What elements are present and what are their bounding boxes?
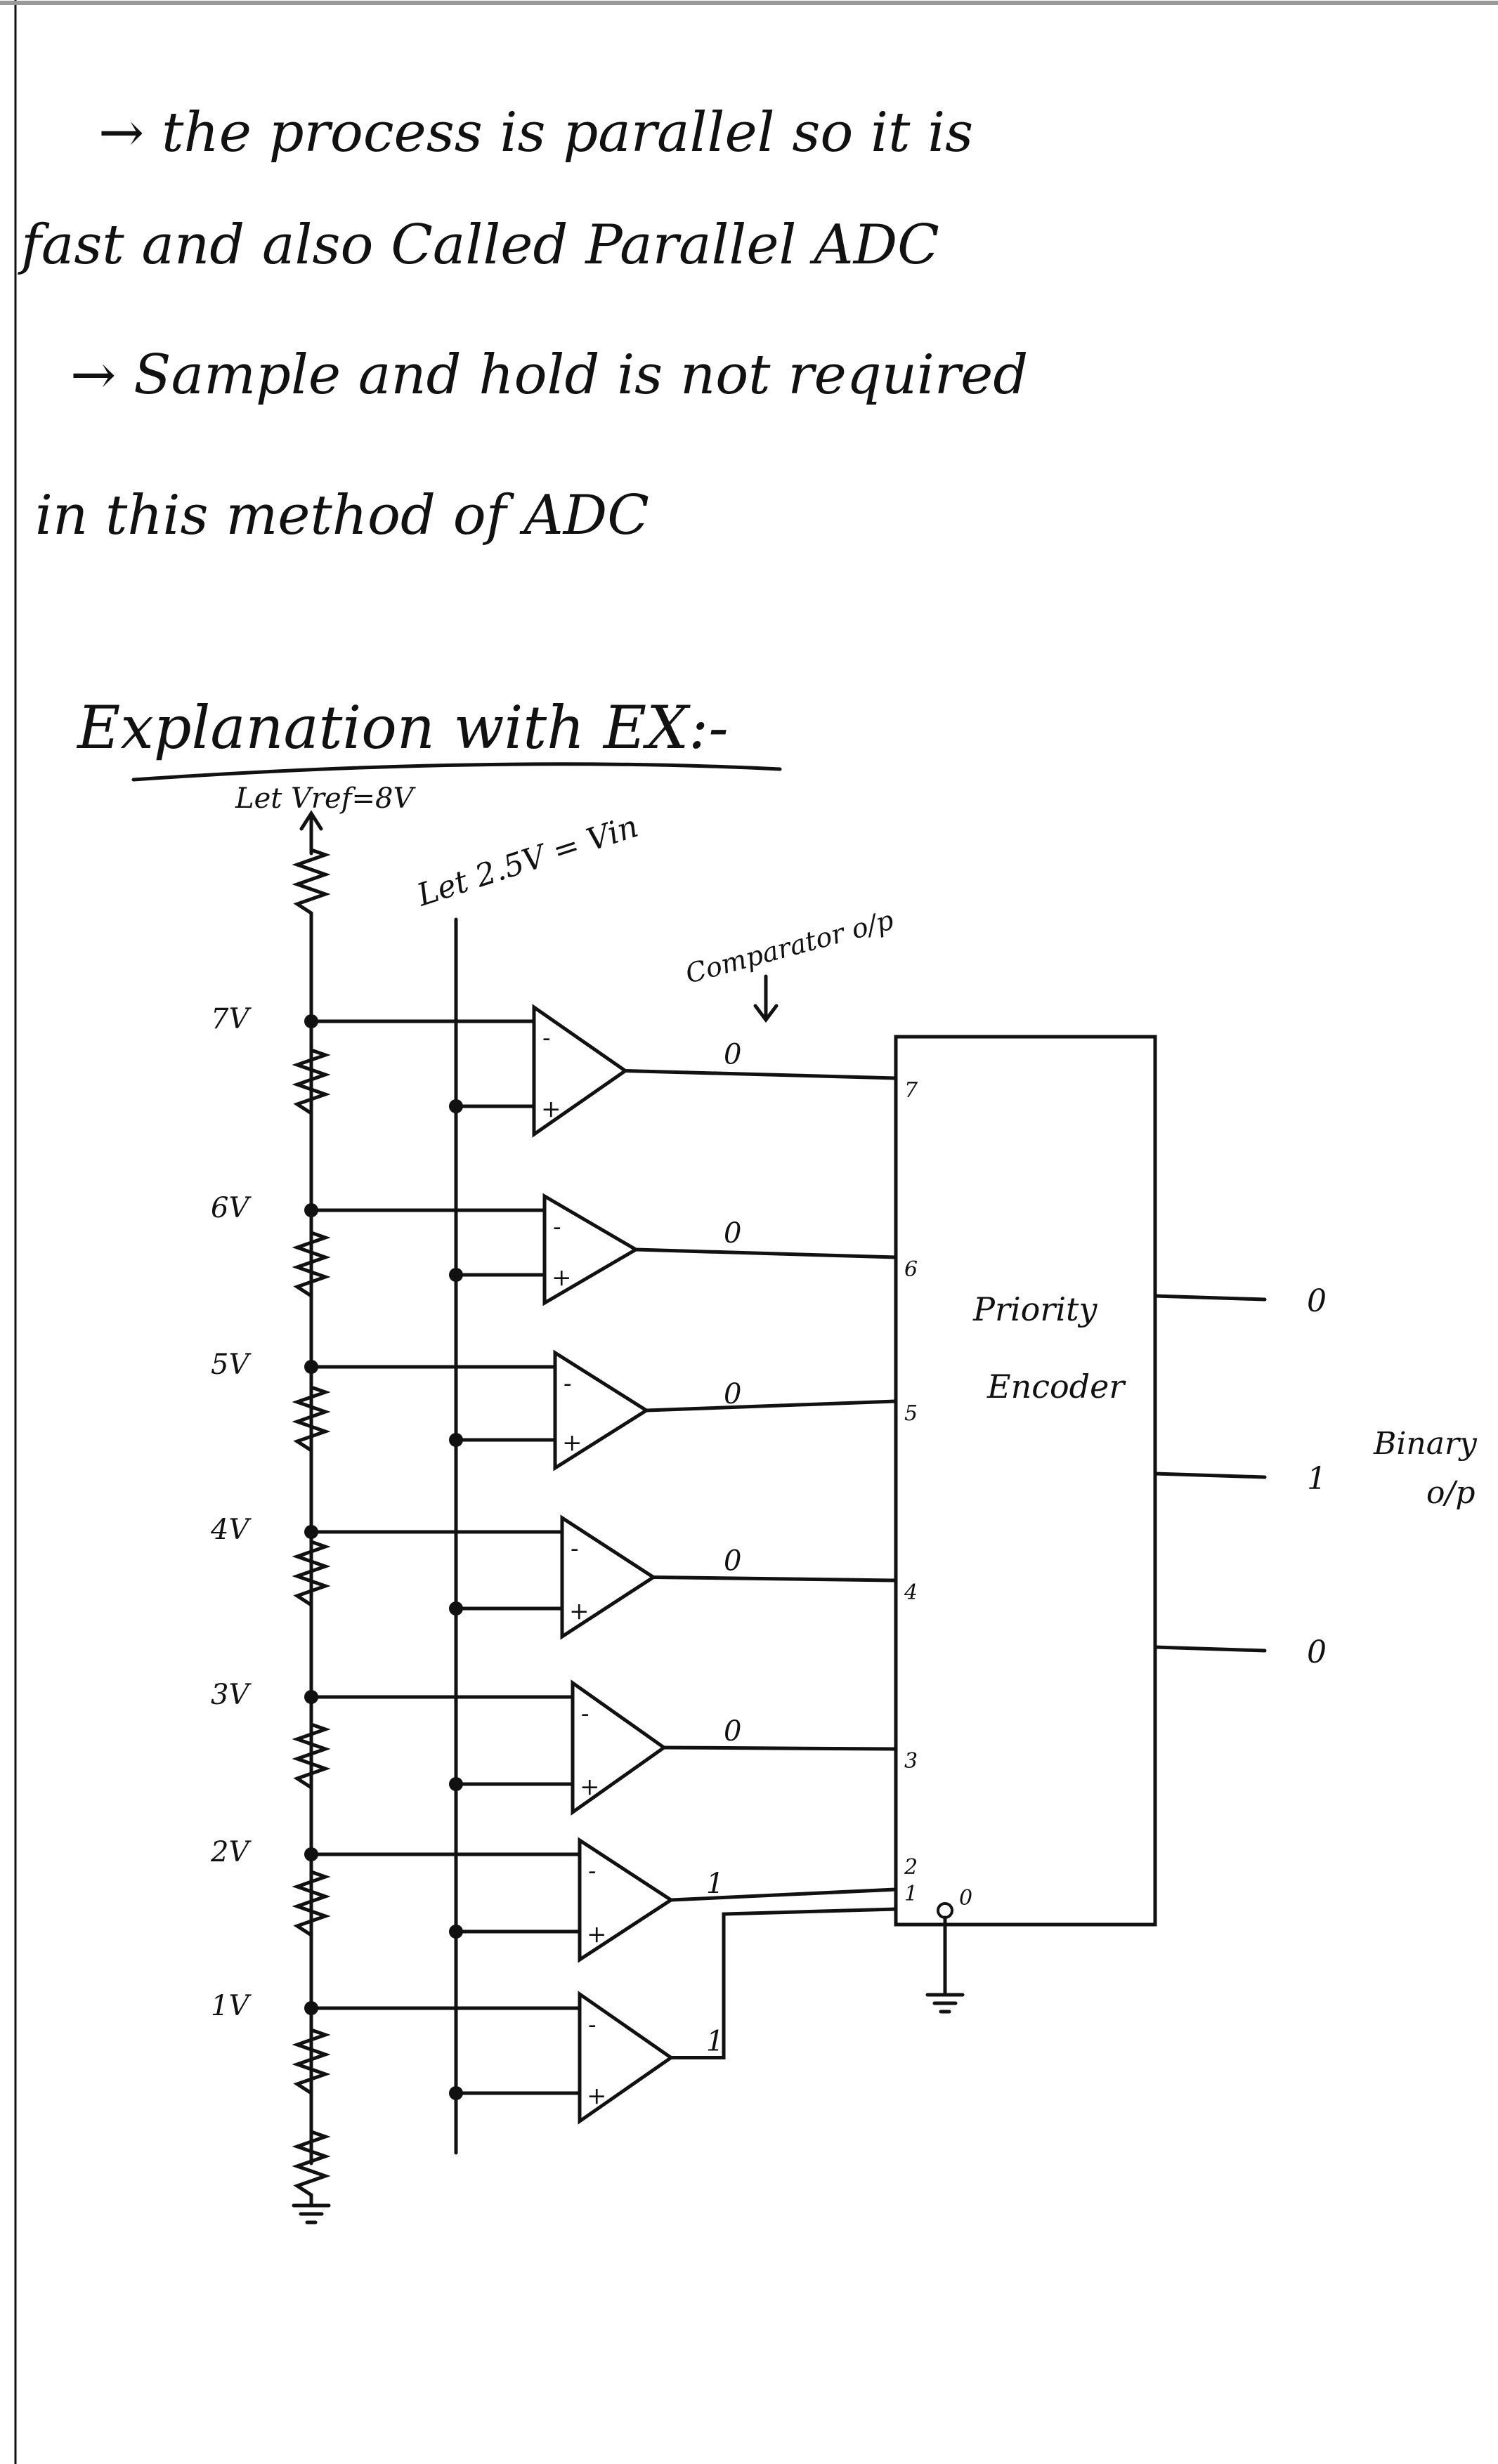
encoder-input-0-bubble	[937, 1902, 953, 1919]
note-line-3: → Sample and hold is not required	[70, 343, 1028, 407]
comparator-output-value: 0	[724, 1217, 741, 1250]
comparator-plus-sign: +	[587, 1920, 607, 1948]
comparator-minus-sign: -	[564, 1370, 572, 1398]
tap-voltage-label: 4V	[210, 1514, 252, 1546]
tap-voltage-label: 7V	[211, 1003, 252, 1035]
encoder-label-encoder: Encoder	[986, 1368, 1126, 1405]
tap-voltage-label: 6V	[211, 1192, 252, 1224]
down-arrow-icon	[753, 974, 779, 1023]
encoder-input-number: 5	[904, 1401, 918, 1426]
encoder-input-number: 2	[904, 1855, 918, 1880]
comparator-plus-sign: +	[541, 1095, 561, 1123]
comparator-minus-sign: -	[588, 1857, 597, 1885]
resistor-4	[292, 1540, 331, 1607]
comparator-minus-sign: -	[571, 1535, 579, 1563]
encoder-label-priority: Priority	[972, 1290, 1098, 1328]
comparator-minus-sign: -	[588, 2011, 597, 2039]
encoder-input-number: 4	[904, 1580, 918, 1605]
encoder-input-number: 6	[904, 1257, 918, 1282]
comparator-3V	[571, 1679, 667, 1816]
binary-output-wire	[1153, 1645, 1267, 1653]
note-line-2: fast and also Called Parallel ADC	[18, 214, 939, 277]
vref-label: Let Vref=8V	[235, 782, 416, 815]
comparator-output-value: 1	[706, 1868, 724, 1900]
encoder-input-number: 3	[904, 1749, 918, 1774]
comparator-5V	[553, 1349, 650, 1472]
encoder-ground-icon	[925, 1915, 965, 2014]
comparator-6V	[542, 1193, 639, 1306]
resistor-top	[292, 848, 331, 915]
tap-voltage-label: 5V	[211, 1349, 252, 1381]
comparator-2V	[578, 1837, 675, 1963]
comparator-1V	[578, 1991, 675, 2125]
vref-arrow-icon	[299, 810, 323, 856]
resistor-3	[292, 1385, 331, 1453]
tap-voltage-label: 2V	[210, 1836, 252, 1868]
resistor-1	[292, 1048, 331, 1115]
binary-output-label: Binary	[1373, 1426, 1478, 1462]
binary-output-value: 0	[1307, 1634, 1327, 1670]
comparator-minus-sign: -	[581, 1700, 590, 1728]
comparator-output-value: 0	[724, 1545, 741, 1578]
binary-output-wire	[1153, 1294, 1267, 1302]
comparator-output-wire	[662, 1745, 898, 1751]
comparator-output-wire	[669, 1887, 898, 1902]
resistor-bottom	[292, 2130, 331, 2197]
binary-output-label-op: o/p	[1426, 1475, 1475, 1511]
comparator-plus-sign: +	[552, 1264, 572, 1292]
encoder-input-number: 7	[904, 1078, 918, 1103]
comparator-output-label: Comparator o/p	[682, 904, 897, 989]
comparator-7V	[532, 1004, 629, 1138]
binary-output-value: 0	[1307, 1283, 1327, 1319]
encoder-input-number: 1	[904, 1882, 918, 1906]
comparator-output-wire	[644, 1399, 898, 1413]
comparator-output-value: 0	[724, 1715, 741, 1748]
section-heading: Explanation with EX:-	[76, 693, 729, 762]
comparator-output-value: 0	[724, 1039, 741, 1071]
priority-encoder-box	[894, 1035, 1157, 1927]
resistor-2	[292, 1231, 331, 1298]
comparator-minus-sign: -	[542, 1024, 551, 1052]
vin-label: Let 2.5V = Vin	[412, 808, 643, 914]
comparator-output-value: 1	[706, 2026, 724, 2058]
comparator-4V	[560, 1514, 657, 1640]
resistor-5	[292, 1722, 331, 1790]
comparator-output-wire	[669, 1907, 898, 2059]
note-line-1: → the process is parallel so it is	[98, 101, 973, 164]
heading-underline	[131, 762, 782, 782]
comparator-plus-sign: +	[562, 1429, 582, 1457]
comparator-output-wire	[623, 1069, 898, 1080]
binary-output-wire	[1153, 1472, 1267, 1479]
comparator-minus-sign: -	[553, 1213, 561, 1241]
resistor-6	[292, 1870, 331, 1937]
resistor-7	[292, 2028, 331, 2095]
comparator-plus-sign: +	[569, 1597, 590, 1625]
encoder-input-number: 0	[959, 1886, 972, 1911]
comparator-output-wire	[634, 1247, 898, 1259]
comparator-output-wire	[651, 1575, 898, 1582]
comparator-plus-sign: +	[587, 2082, 607, 2110]
tap-voltage-label: 1V	[211, 1990, 252, 2022]
binary-output-value: 1	[1307, 1461, 1327, 1497]
note-line-4: in this method of ADC	[35, 484, 649, 547]
comparator-plus-sign: +	[580, 1773, 600, 1801]
ground-icon	[292, 2193, 331, 2224]
comparator-output-value: 0	[724, 1378, 741, 1410]
tap-voltage-label: 3V	[211, 1679, 252, 1711]
